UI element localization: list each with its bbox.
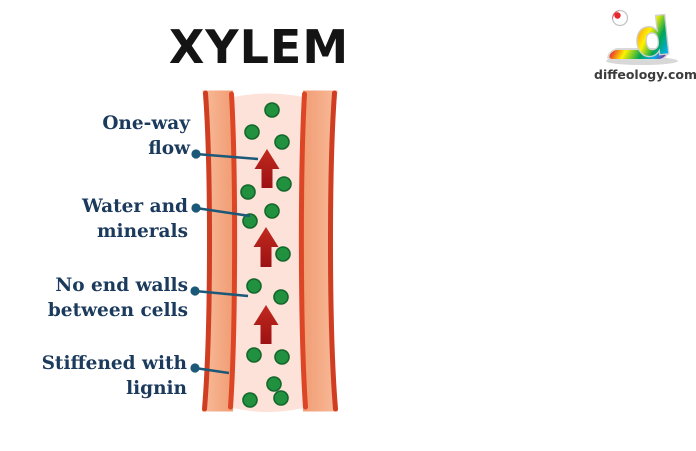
label-line: flow <box>148 138 190 159</box>
water-mineral-particle <box>240 184 256 200</box>
pointer-line <box>194 289 249 298</box>
water-mineral-particle <box>242 213 258 229</box>
lignin-stripes <box>202 90 338 412</box>
diffeology-logo: d diffeology.com <box>594 6 696 82</box>
upward-flow-arrow-icon <box>254 149 280 188</box>
water-mineral-particle <box>264 203 280 219</box>
pointer-line <box>195 152 259 161</box>
logo-ball <box>611 9 629 27</box>
label-line: No end walls <box>55 275 188 296</box>
label-stiffened-with-lignin: Stiffened with lignin <box>0 351 187 401</box>
water-mineral-particle <box>275 246 291 262</box>
pointer-dot <box>191 149 201 159</box>
diffeology-logo-text: diffeology.com <box>594 67 696 82</box>
pointer-dot <box>190 286 200 296</box>
water-mineral-particle <box>244 124 260 140</box>
label-line: lignin <box>126 378 187 399</box>
xylem-wall-right <box>300 90 338 412</box>
water-mineral-particle <box>264 102 280 118</box>
logo-base-platform <box>607 48 669 61</box>
page-title: XYLEM <box>168 20 350 74</box>
water-mineral-particle <box>242 392 258 408</box>
label-line: Stiffened with <box>41 353 187 374</box>
pointer-dot <box>191 203 201 213</box>
label-no-end-walls: No end walls between cells <box>0 273 188 323</box>
water-mineral-particle <box>273 289 289 305</box>
label-line: Water and <box>81 196 188 217</box>
water-mineral-particle <box>246 278 262 294</box>
pointer-line <box>195 206 251 218</box>
diffeology-logo-icon: d <box>606 6 678 71</box>
label-water-and-minerals: Water and minerals <box>8 194 188 244</box>
logo-letter-d: d <box>631 7 674 66</box>
water-mineral-particle <box>266 376 282 392</box>
label-line: between cells <box>47 300 188 321</box>
water-mineral-particle <box>273 390 289 406</box>
pointer-dot <box>190 363 200 373</box>
upward-flow-arrow-icon <box>253 305 279 344</box>
water-mineral-particle <box>276 176 292 192</box>
water-mineral-particle <box>246 347 262 363</box>
upward-flow-arrow-icon <box>253 227 279 267</box>
label-line: minerals <box>96 221 188 242</box>
water-mineral-particle <box>274 349 290 365</box>
water-mineral-particle <box>274 134 290 150</box>
pointer-line <box>194 366 230 375</box>
label-line: One-way <box>102 113 190 134</box>
label-one-way-flow: One-way flow <box>10 111 190 161</box>
